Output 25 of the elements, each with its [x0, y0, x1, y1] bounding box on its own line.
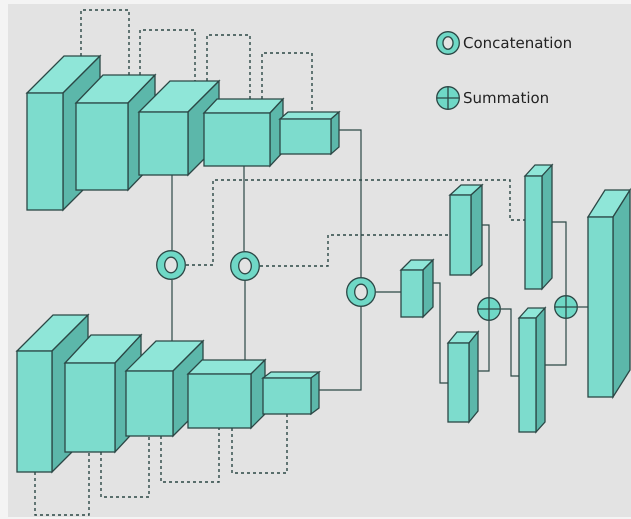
- dashed-connector: [260, 234, 450, 267]
- connector-line: [433, 282, 448, 384]
- dashed-connector: [160, 428, 220, 483]
- dashed-connector: [100, 436, 150, 498]
- connector-line: [545, 319, 567, 366]
- connector-line: [171, 175, 173, 250]
- connector-line: [319, 307, 362, 391]
- connector-line: [339, 129, 362, 277]
- connector-line: [478, 321, 490, 372]
- connector-line: [243, 166, 245, 252]
- connector-line: [376, 291, 401, 293]
- legend-label: Summation: [463, 89, 550, 107]
- connector-line: [578, 306, 588, 308]
- dashed-connector: [231, 414, 288, 474]
- dashed-connector: [34, 452, 90, 516]
- dashed-connector: [261, 52, 313, 112]
- connector-line: [171, 280, 173, 341]
- connector-line: [244, 281, 246, 360]
- connector-line: [482, 224, 490, 297]
- dashed-connector: [186, 179, 525, 266]
- dashed-connector: [206, 34, 251, 99]
- legend-label: Concatenation: [463, 34, 572, 52]
- connector-line: [552, 221, 567, 295]
- dashed-connector: [80, 9, 130, 75]
- connector-line: [501, 308, 519, 377]
